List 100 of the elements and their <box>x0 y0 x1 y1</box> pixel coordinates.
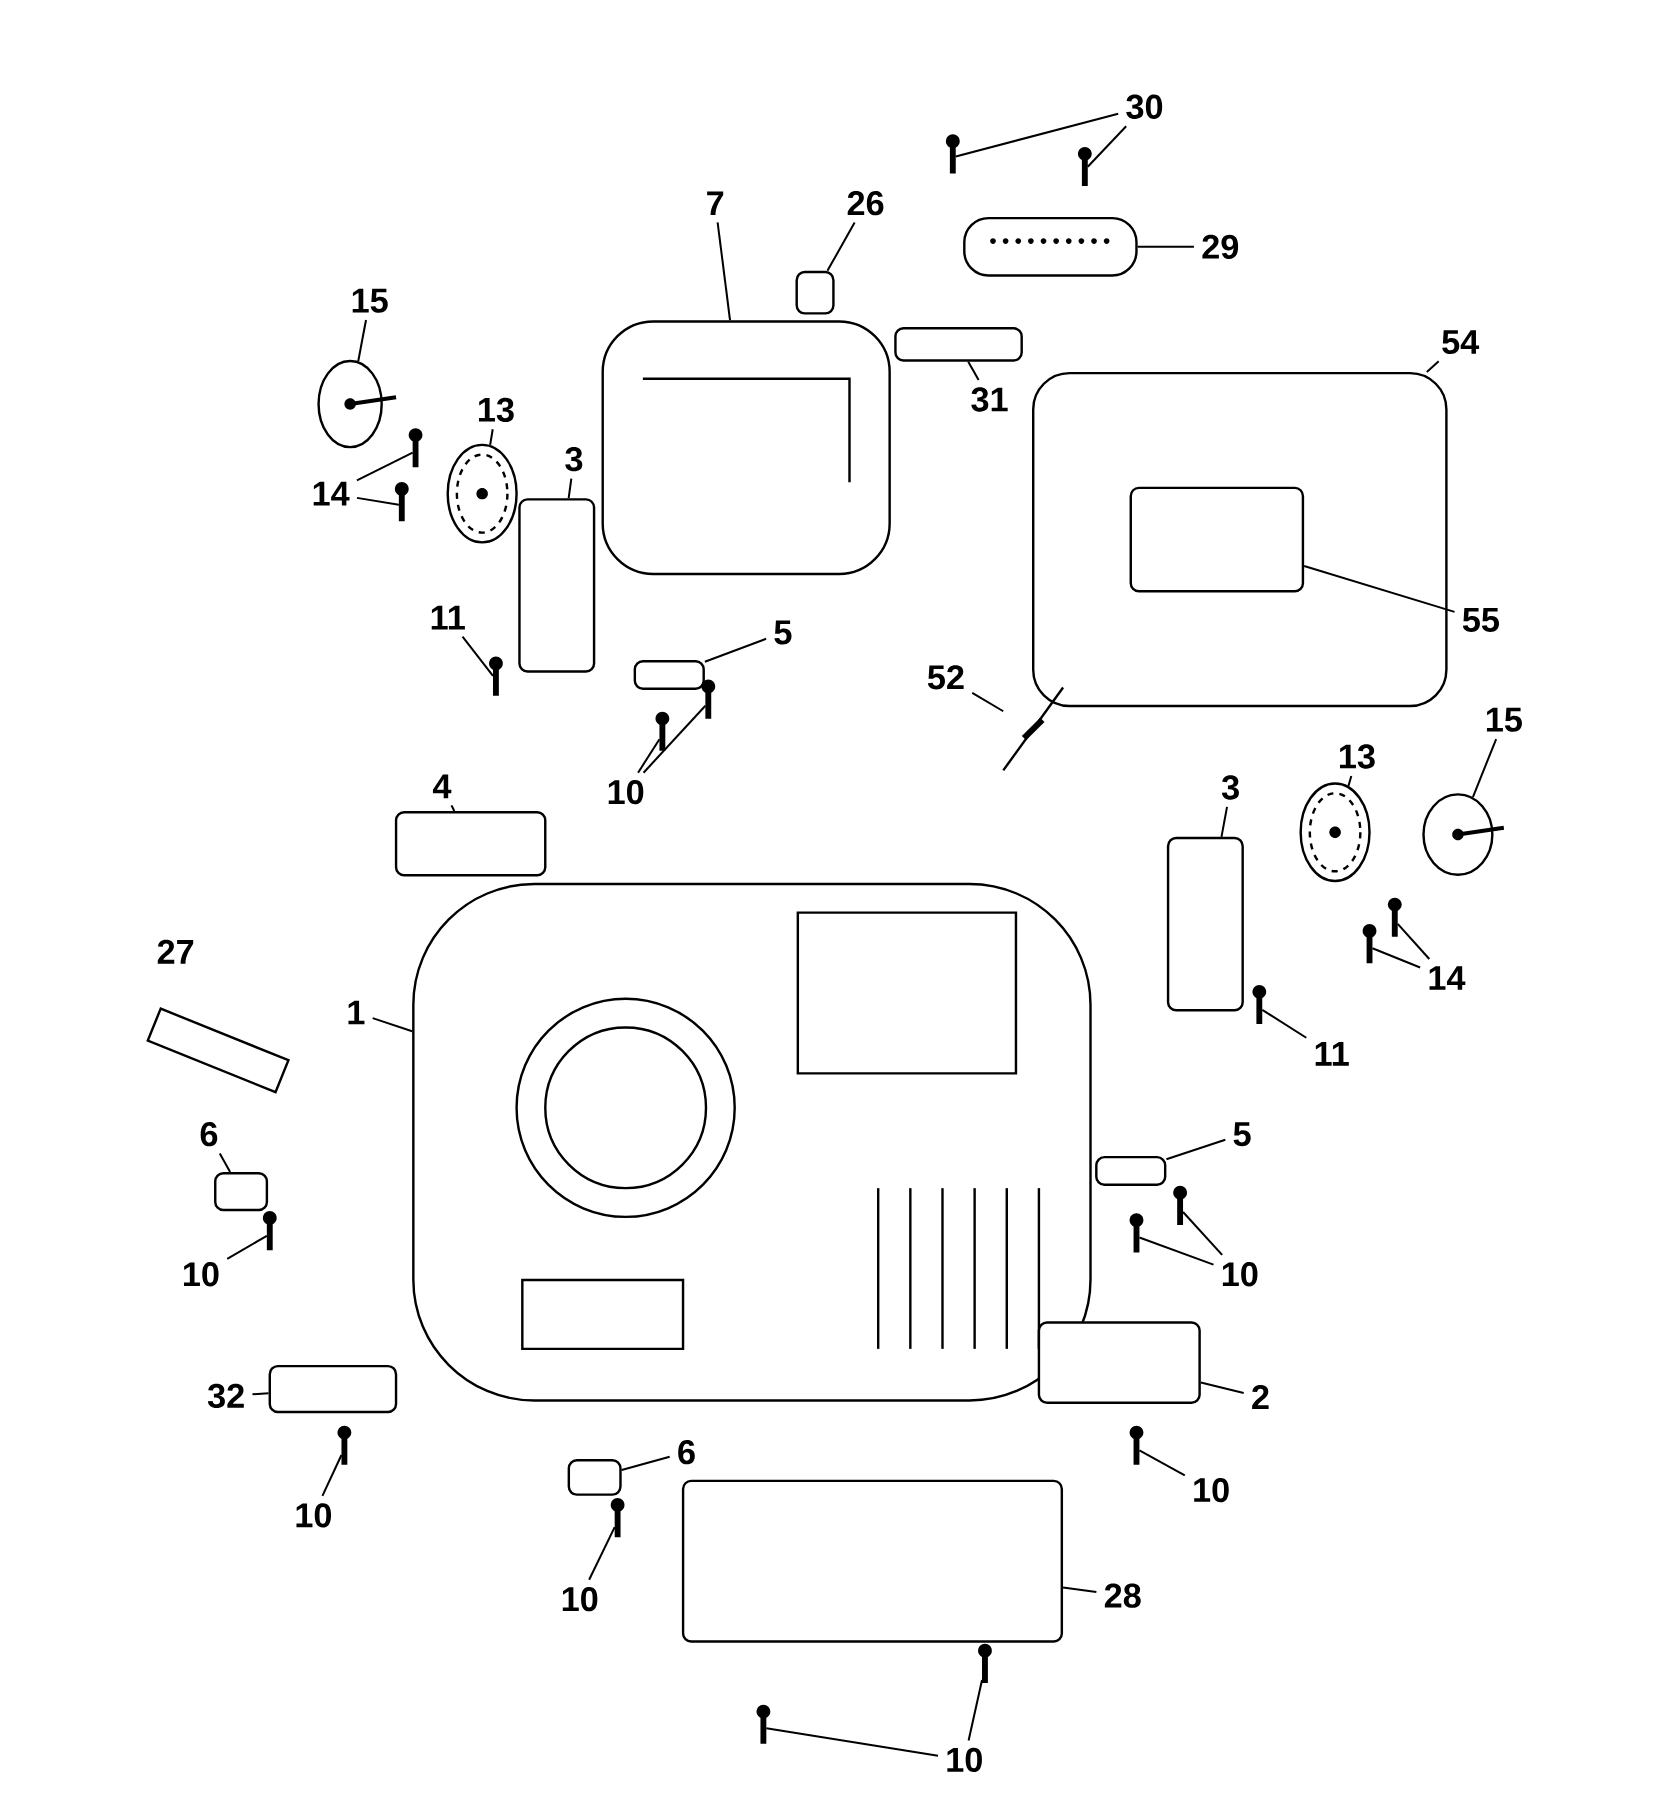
leader-line <box>967 1679 983 1741</box>
block-drawing <box>795 270 835 315</box>
screw-drawing <box>1173 1185 1187 1225</box>
screw-drawing <box>655 711 670 751</box>
leader-line <box>372 1017 413 1033</box>
leader-line <box>1425 360 1440 373</box>
leader-line <box>488 429 494 446</box>
leader-line <box>450 804 455 812</box>
leader-line <box>636 738 661 774</box>
leader-line <box>1182 1211 1223 1256</box>
callout-number: 1 <box>348 1000 365 1025</box>
callout-number: 32 <box>207 1383 244 1409</box>
wheel-arm-drawing <box>1166 836 1244 1012</box>
wheel-drawing <box>446 443 518 544</box>
leader-line <box>826 222 856 272</box>
leader-line <box>356 451 413 482</box>
screw-drawing <box>701 679 715 719</box>
leader-line <box>967 361 980 381</box>
callout-number: 31 <box>971 387 1008 412</box>
clip-drawing <box>633 660 705 690</box>
leader-line <box>226 1234 268 1260</box>
callout-number: 26 <box>847 191 884 216</box>
rail-drawing <box>268 1364 398 1414</box>
leader-line <box>716 222 731 321</box>
clip-drawing <box>1094 1155 1167 1186</box>
leader-line <box>321 1454 343 1497</box>
callout-number: 15 <box>1486 707 1522 732</box>
callout-number: 3 <box>1221 775 1239 800</box>
leader-line <box>1471 738 1497 798</box>
callout-number: 10 <box>1222 1262 1258 1287</box>
callout-number: 28 <box>1104 1583 1141 1608</box>
screw-drawing <box>977 1643 992 1683</box>
leader-line <box>642 705 706 774</box>
callout-number: 11 <box>1315 1042 1349 1066</box>
callout-number: 27 <box>157 939 193 964</box>
callout-number: 10 <box>183 1262 219 1287</box>
handle-drawing <box>962 216 1138 277</box>
callout-number: 55 <box>1462 607 1499 632</box>
screw-drawing <box>1387 897 1402 937</box>
leader-line <box>1396 923 1430 960</box>
leader-line <box>588 1526 616 1581</box>
leader-line <box>1086 125 1127 168</box>
callout-number: 11 <box>431 605 465 630</box>
screw-drawing <box>945 134 960 174</box>
leader-line <box>1200 1381 1244 1394</box>
leader-line <box>1371 947 1421 969</box>
label-area <box>1129 486 1304 593</box>
leader-line <box>356 496 399 506</box>
screw-drawing <box>408 428 423 468</box>
callout-number: 10 <box>1193 1477 1229 1503</box>
catcher-frame-drawing <box>601 320 891 576</box>
screw-drawing <box>1129 1213 1144 1253</box>
leader-line <box>971 692 1004 713</box>
callout-number: 13 <box>478 397 514 422</box>
callout-number: 5 <box>1233 1122 1251 1147</box>
callout-number: 6 <box>678 1440 695 1465</box>
callout-number: 3 <box>565 447 583 472</box>
leader-line <box>252 1392 269 1396</box>
clip-drawing <box>567 1459 622 1496</box>
clip-drawing <box>213 1172 268 1212</box>
screw-drawing <box>337 1425 352 1465</box>
leader-line <box>1220 806 1228 837</box>
callout-number: 10 <box>296 1503 331 1528</box>
spring-drawing <box>1002 686 1064 772</box>
leader-line <box>1347 775 1353 787</box>
callout-number: 2 <box>1251 1385 1269 1410</box>
leader-line <box>218 1153 231 1173</box>
callout-number: 29 <box>1202 234 1238 259</box>
leader-line <box>621 1455 670 1471</box>
leader-line <box>765 1727 938 1757</box>
mower-deck-drawing <box>411 882 1092 1402</box>
leader-line <box>461 636 494 677</box>
leader-line <box>955 112 1119 158</box>
leader-line <box>1303 565 1455 613</box>
wheel-cap-drawing <box>317 359 397 449</box>
callout-number: 30 <box>1126 94 1162 119</box>
screw-drawing <box>1362 924 1377 964</box>
leader-line <box>1062 1586 1097 1594</box>
callout-number: 13 <box>1339 744 1375 769</box>
cover-drawing <box>681 1479 1063 1643</box>
flap-drawing <box>1037 1321 1201 1404</box>
rail-drawing <box>894 327 1023 362</box>
screw-drawing <box>394 482 409 522</box>
callout-number: 10 <box>562 1587 598 1612</box>
screw-drawing <box>488 656 503 696</box>
callout-number: 54 <box>1441 330 1479 355</box>
leader-line <box>1261 1008 1307 1039</box>
callout-number: 10 <box>947 1747 982 1772</box>
callout-number: 7 <box>706 191 723 215</box>
callout-number: 14 <box>313 481 350 506</box>
screw-drawing <box>756 1704 771 1744</box>
wheel-drawing <box>1299 782 1371 883</box>
wheel-cap-drawing <box>1422 793 1504 876</box>
callout-number: 10 <box>608 779 644 805</box>
leader-line <box>1138 1449 1186 1477</box>
callout-number: 4 <box>432 774 452 799</box>
callout-number: 52 <box>927 665 964 690</box>
callout-number: 14 <box>1429 966 1466 990</box>
callout-number: 5 <box>774 620 792 645</box>
rail-drawing <box>394 811 547 877</box>
